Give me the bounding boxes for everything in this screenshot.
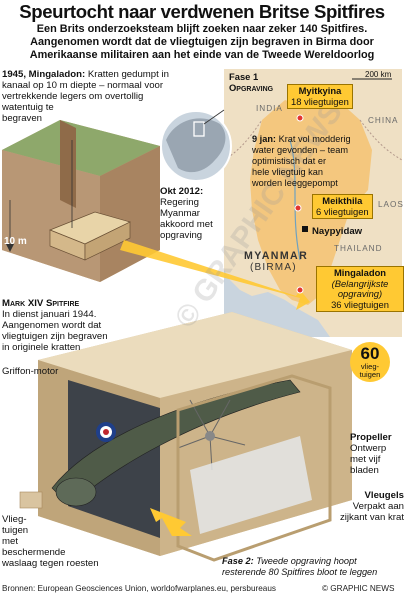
burial-line: kanaal op 10 m diepte – normaal voor bbox=[2, 80, 164, 91]
aircraft-line: vliegtuigen zijn begraven bbox=[2, 331, 108, 342]
oct-line: Myanmar bbox=[160, 208, 200, 219]
site-name: Meikthila bbox=[322, 195, 363, 206]
subheadline-line: Amerikaanse militairen aan het einde van… bbox=[29, 49, 375, 61]
globe-inset bbox=[160, 109, 232, 182]
country-china: CHINA bbox=[368, 116, 399, 125]
burial-line: watentuig te bbox=[2, 102, 54, 113]
country-thailand: THAILAND bbox=[334, 244, 383, 253]
subheadline-line: Een Brits onderzoeksteam blijft zoeken n… bbox=[36, 23, 368, 35]
jan-note: 9 jan: Krat vol modderig water gevonden … bbox=[252, 134, 392, 189]
map-phase-title: Fase 1 bbox=[229, 71, 259, 82]
subheadline-line: Aangenomen wordt dat de vliegtuigen zijn… bbox=[30, 36, 374, 48]
site-myitkyina: Myitkyina 18 vliegtuigen bbox=[287, 84, 353, 109]
aircraft-line: In dienst januari 1944. bbox=[2, 309, 97, 320]
burial-line: Kratten gedumpt in bbox=[87, 69, 169, 80]
phase2-title: Fase 2: bbox=[222, 556, 254, 566]
engine-label: Griffon-motor bbox=[2, 366, 59, 377]
site-name: Myitkyina bbox=[298, 85, 342, 96]
wings-title: Vleugels bbox=[364, 490, 404, 501]
jan-line: water gevonden – team bbox=[252, 145, 349, 155]
coating-line: Vlieg- bbox=[2, 514, 27, 525]
site-note: (Belangrijkste opgraving) bbox=[331, 277, 389, 299]
country-laos: LAOS bbox=[378, 200, 404, 209]
myanmar-shape bbox=[250, 100, 372, 305]
badge-unit: tuigen bbox=[359, 370, 381, 379]
headline: Speurtocht naar verdwenen Britse Spitfir… bbox=[19, 1, 385, 22]
burial-date: 1945, Mingaladon: bbox=[2, 69, 86, 80]
propeller-line: Ontwerp bbox=[350, 443, 387, 454]
wings-line: Verpakt aan bbox=[352, 501, 404, 512]
footer-credit: © GRAPHIC NEWS bbox=[322, 584, 395, 593]
site-detail: 36 vliegtuigen bbox=[331, 298, 389, 310]
propeller-title: Propeller bbox=[350, 432, 392, 443]
aircraft-name: Mark XIV Spitfire bbox=[2, 298, 80, 309]
phase2-note: Fase 2: Tweede opgraving hoopt resterend… bbox=[222, 556, 404, 577]
depth-label: 10 m bbox=[4, 236, 27, 247]
wings-line: zijkant van krat bbox=[340, 512, 404, 523]
jan-date: 9 jan: bbox=[252, 134, 276, 144]
wings-label: Vleugels Verpakt aan zijkant van krat bbox=[322, 490, 404, 523]
oct-line: Regering bbox=[160, 197, 199, 208]
jan-line: optimistisch dat er bbox=[252, 156, 327, 166]
propeller-line: bladen bbox=[350, 465, 379, 476]
jan-line: worden leeggepompt bbox=[252, 178, 338, 188]
jan-line: hele vliegtuig kan bbox=[252, 167, 323, 177]
propeller-label: Propeller Ontwerp met vijf bladen bbox=[350, 432, 404, 476]
marker-myitkyina bbox=[296, 114, 304, 122]
soil-cross-section bbox=[2, 120, 160, 282]
badge-unit: vlieg- bbox=[360, 362, 380, 371]
site-mingaladon: Mingaladon (Belangrijkste opgraving) 36 … bbox=[316, 266, 404, 312]
map-phase: Fase 1 Opgraving bbox=[229, 71, 274, 93]
badge-number: 60 bbox=[360, 344, 380, 363]
oct-line: akkoord met bbox=[160, 219, 213, 230]
oct-date: Okt 2012: bbox=[160, 186, 204, 197]
burial-line: begraven bbox=[2, 113, 43, 124]
burial-line: vertrekkende legers om overtollig bbox=[2, 91, 144, 102]
capital-label: Naypyidaw bbox=[312, 226, 363, 237]
marker-mingaladon bbox=[296, 286, 304, 294]
site-detail: 6 vliegtuigen bbox=[316, 205, 369, 217]
footer-sources: Bronnen: European Geosciences Union, wor… bbox=[2, 584, 276, 593]
propeller-line: met vijf bbox=[350, 454, 381, 465]
aircraft-line: in originele kratten bbox=[2, 342, 81, 353]
site-name: Mingaladon bbox=[333, 267, 387, 278]
aircraft-note: Mark XIV Spitfire In dienst januari 1944… bbox=[2, 298, 142, 353]
oct-note: Okt 2012: Regering Myanmar akkoord met o… bbox=[160, 186, 230, 241]
crate-cutaway bbox=[19, 312, 352, 562]
burial-note: 1945, Mingaladon: Kratten gedumpt in kan… bbox=[2, 69, 218, 124]
aircraft-line: Aangenomen wordt dat bbox=[2, 320, 102, 331]
scale-label: 200 km bbox=[365, 70, 392, 79]
oct-line: opgraving bbox=[160, 230, 203, 241]
site-detail: 18 vliegtuigen bbox=[291, 95, 349, 107]
marker-meikthila bbox=[294, 204, 302, 212]
country-birma: (BIRMA) bbox=[250, 262, 297, 273]
map-phase-sub: Opgraving bbox=[229, 81, 274, 93]
subheadline: Een Brits onderzoeksteam blijft zoeken n… bbox=[0, 23, 404, 62]
coating-label: Vlieg- tuigen met beschermende waslaag t… bbox=[2, 514, 110, 569]
phase2-line: Tweede opgraving hoopt bbox=[256, 556, 357, 566]
coating-line: beschermende bbox=[2, 547, 66, 558]
marker-naypyidaw bbox=[302, 226, 308, 232]
country-myanmar: MYANMAR bbox=[244, 250, 309, 262]
coating-line: tuigen bbox=[2, 525, 29, 536]
arrow-to-crate bbox=[120, 240, 310, 310]
aircraft-count-badge: 60 vlieg- tuigen bbox=[350, 342, 390, 382]
jan-line: Krat vol modderig bbox=[278, 134, 351, 144]
site-meikthila: Meikthila 6 vliegtuigen bbox=[312, 194, 373, 219]
country-india: INDIA bbox=[256, 104, 283, 113]
phase2-line: resterende 80 Spitfires bloot te leggen bbox=[222, 566, 378, 577]
coating-line: waslaag tegen roesten bbox=[2, 558, 99, 569]
coating-line: met bbox=[2, 536, 18, 547]
